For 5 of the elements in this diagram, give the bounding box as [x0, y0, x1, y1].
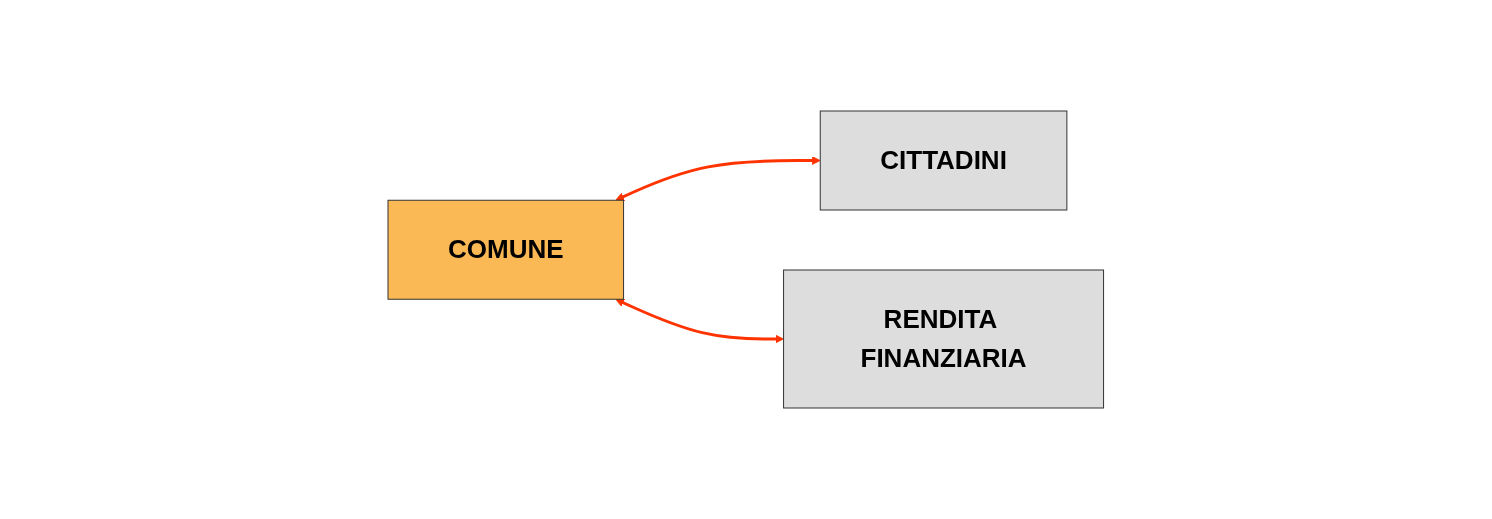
node-box: CITTADINI: [819, 110, 1068, 211]
arrow: [615, 298, 785, 344]
node-box: RENDITA FINANZIARIA: [783, 269, 1105, 409]
node-box: COMUNE: [387, 199, 625, 300]
arrow: [615, 156, 821, 201]
